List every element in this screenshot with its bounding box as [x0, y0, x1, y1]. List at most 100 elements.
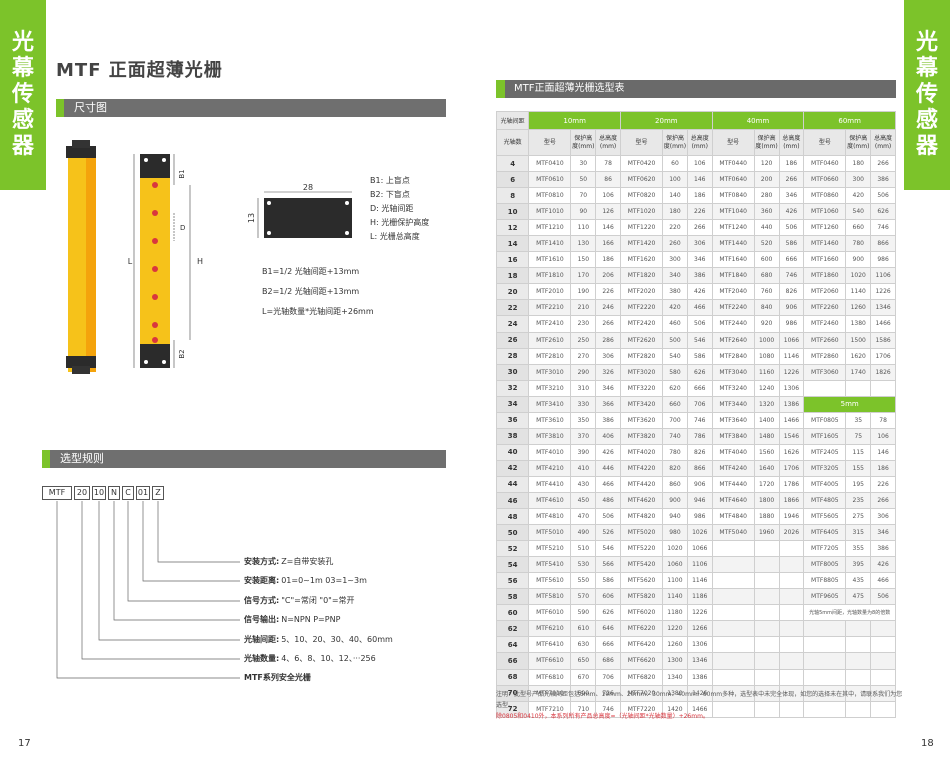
table-cell — [711, 588, 755, 606]
rule-value: N=NPN P=PNP — [281, 615, 341, 624]
table-cell: MTF1040 — [711, 203, 755, 221]
table-cell: MTF6620 — [619, 652, 664, 670]
table-cell: 586 — [686, 347, 713, 365]
table-cell: MTF0620 — [619, 171, 664, 189]
table-cell — [803, 700, 847, 718]
table-cell: 246 — [595, 299, 621, 317]
table-cell: MTF4620 — [619, 491, 664, 510]
side-tab-left: 光幕传感器 — [0, 0, 46, 190]
table-cell: MTF5820 — [619, 588, 664, 606]
table-cell: MTF2220 — [619, 299, 664, 317]
table-cell: MTF1620 — [619, 251, 664, 269]
table-cell — [711, 636, 755, 654]
table-cell: 1640 — [753, 459, 780, 477]
side-tab-char: 传 — [915, 82, 938, 107]
table-cell: MTF3620 — [619, 411, 664, 429]
table-cell: MTF4240 — [711, 459, 755, 477]
table-cell: MTF1260 — [803, 219, 847, 237]
side-tab-char: 感 — [11, 108, 34, 133]
table-cell: MTF4010 — [528, 443, 572, 461]
table-cell: MTF1010 — [528, 203, 572, 221]
table-cell: 780 — [662, 443, 688, 461]
table-cell — [778, 668, 805, 686]
table-cell: 860 — [662, 475, 688, 493]
side-tab-char: 幕 — [11, 56, 34, 81]
table-cell: 446 — [595, 459, 621, 477]
table-cell — [753, 636, 780, 654]
table-cell: 78 — [595, 154, 621, 173]
table-cell: MTF0805 — [803, 411, 847, 429]
hdr-total: 总高度(mm) — [595, 129, 621, 156]
table-cell: 1026 — [686, 524, 713, 542]
table-cell: 1226 — [870, 283, 896, 301]
table-cell: MTF2210 — [528, 299, 572, 317]
table-cell: 186 — [686, 187, 713, 205]
table-cell: MTF6020 — [619, 604, 664, 622]
table-cell — [778, 540, 805, 558]
table-cell: MTF0810 — [528, 187, 572, 205]
table-cell: 146 — [686, 171, 713, 189]
table-cell: 166 — [595, 235, 621, 253]
table-cell: 210 — [570, 299, 597, 317]
table-cell — [870, 652, 896, 670]
rule-item: 光轴数量:4、6、8、10、12、···256 — [244, 653, 376, 664]
table-cell: MTF1810 — [528, 267, 572, 285]
table-cell: 370 — [570, 427, 597, 445]
rule-label: 安装距离: — [244, 576, 280, 585]
footnote-line-2: 除0805和0410外，本系列所有产品总高度=（光轴间距*光轴数量）+26mm。 — [496, 713, 709, 720]
code-box: Z — [152, 486, 164, 500]
table-cell: 170 — [570, 267, 597, 285]
table-cell: MTF4610 — [528, 491, 572, 510]
table-cell: 35 — [845, 411, 872, 429]
table-cell: 190 — [570, 283, 597, 301]
table-cell: MTF1440 — [711, 235, 755, 253]
rule-connector — [127, 501, 240, 602]
axis-count-cell: 26 — [495, 331, 530, 349]
table-cell: 690 — [570, 684, 597, 702]
axis-count-cell: 62 — [495, 620, 530, 638]
table-cell — [778, 604, 805, 622]
table-cell: 366 — [595, 395, 621, 413]
table-cell: 826 — [778, 283, 805, 301]
table-cell — [711, 652, 755, 670]
table-cell: MTF4210 — [528, 459, 572, 477]
table-cell — [870, 700, 896, 718]
table-cell — [711, 556, 755, 574]
table-cell: MTF4810 — [528, 508, 572, 526]
table-cell: MTF0640 — [711, 171, 755, 189]
legend-item: D: 光轴间距 — [370, 204, 414, 213]
code-box: N — [108, 486, 120, 500]
table-cell: MTF1410 — [528, 235, 572, 253]
table-cell: 1226 — [686, 604, 713, 622]
table-cell: 1620 — [845, 347, 872, 365]
table-cell: 1400 — [753, 411, 780, 429]
axis-count-cell: 38 — [495, 427, 530, 445]
hdr-count: 光轴数 — [495, 129, 530, 156]
rule-value: "C"=常闭 "0"=常开 — [281, 596, 355, 605]
table-cell: 466 — [595, 475, 621, 493]
axis-count-cell: 34 — [495, 395, 530, 413]
dim-label-b2: B2 — [178, 349, 186, 358]
table-cell: 340 — [662, 267, 688, 285]
table-cell: 420 — [845, 187, 872, 205]
table-cell: MTF2620 — [619, 331, 664, 349]
table-cell: 300 — [662, 251, 688, 269]
legend-item: B2: 下盲点 — [370, 190, 410, 199]
table-cell — [778, 588, 805, 606]
axis-count-cell: 28 — [495, 347, 530, 365]
hdr-model: 型号 — [803, 129, 847, 156]
table-cell: 586 — [778, 235, 805, 253]
table-cell: 946 — [686, 491, 713, 510]
axis-count-cell: 52 — [495, 540, 530, 558]
table-cell: 330 — [570, 395, 597, 413]
table-cell — [778, 636, 805, 654]
table-cell: MTF2405 — [803, 443, 847, 461]
table-cell: MTF1660 — [803, 251, 847, 269]
table-cell: MTF2460 — [803, 315, 847, 333]
